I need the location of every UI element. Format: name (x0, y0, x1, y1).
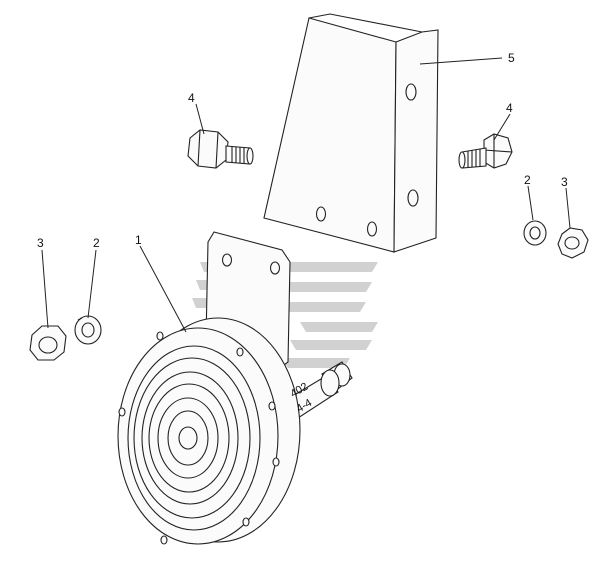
callout-3-left: 3 (37, 236, 44, 250)
callout-2-right: 2 (524, 173, 531, 187)
callout-5: 5 (508, 51, 515, 65)
leader-3-left (41, 249, 49, 329)
callout-2-left: 2 (93, 236, 100, 250)
spring-washer-part-2-left (74, 315, 102, 345)
leader-4-right (493, 113, 511, 141)
nut-part-3-left (29, 325, 67, 361)
leader-2-left (87, 249, 97, 319)
angle-bracket-part-5 (263, 13, 439, 253)
watermark-logo (192, 262, 378, 368)
leader-2-right (527, 185, 534, 221)
callout-1: 1 (135, 233, 142, 247)
leader-5 (419, 57, 503, 65)
leader-lines (41, 57, 571, 333)
callout-4-right: 4 (506, 101, 513, 115)
bolt-part-4-right (458, 133, 513, 169)
leader-3-right (565, 187, 571, 229)
horn-part-1 (117, 231, 353, 545)
leader-1 (139, 245, 187, 333)
nut-part-3-right (557, 227, 589, 259)
callout-3-right: 3 (561, 175, 568, 189)
bolt-part-4-left (187, 129, 254, 169)
callout-4-left: 4 (188, 91, 195, 105)
spring-washer-part-2-right (523, 220, 547, 246)
leader-4-left (195, 103, 205, 135)
